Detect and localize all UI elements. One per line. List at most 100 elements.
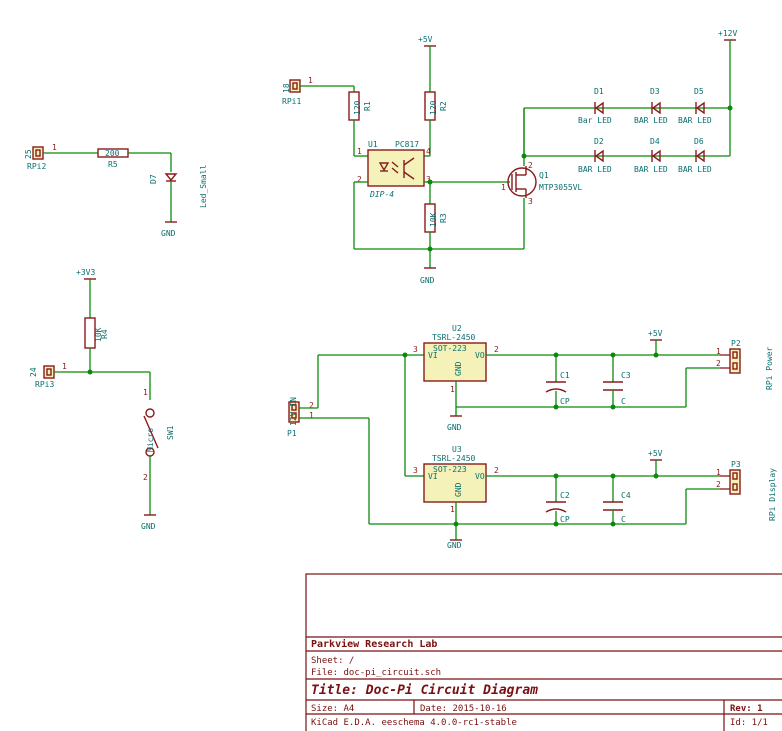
r1-ref: R1: [363, 101, 372, 111]
rpi3-ref: RPi3: [35, 380, 54, 389]
u2-regulator[interactable]: [423, 342, 487, 382]
rpi3-switch-circuit: +3V3 10K R4 24 RPi3 1 1 Micro SW1 2 GND: [29, 268, 175, 531]
r5-ref: R5: [108, 160, 118, 169]
u3-pin2: 2: [494, 466, 499, 475]
r2-value: 120: [429, 100, 438, 115]
rpi2-gnd-label: GND: [161, 229, 176, 238]
d7-led[interactable]: [164, 173, 178, 182]
u2-pin2: 2: [494, 345, 499, 354]
q1-gate-pin: 1: [501, 183, 506, 192]
rpi1-connector[interactable]: [289, 79, 301, 93]
p1-pin1: 1: [309, 411, 314, 420]
led-d5[interactable]: [695, 101, 705, 115]
r2-ref: R2: [439, 101, 448, 111]
q1-value: MTP3055VL: [539, 183, 583, 192]
p2-value: RPi Power: [765, 346, 774, 390]
led-d3[interactable]: [651, 101, 661, 115]
q1-mosfet[interactable]: [507, 166, 537, 198]
d7-value: Led_Small: [199, 164, 208, 208]
c3-ref: C3: [621, 371, 631, 380]
d5-ref: D5: [694, 87, 704, 96]
d5-value: BAR LED: [678, 116, 712, 125]
rpi1-ref: RPi1: [282, 97, 301, 106]
u1-pin4: 4: [426, 147, 431, 156]
led-bank: +12V D1 Bar LED D3 BAR LED D5 BAR LED D2…: [521, 29, 737, 174]
u2-vi: VI: [428, 351, 438, 360]
p2-pin1: 1: [716, 347, 721, 356]
r4-ref: R4: [100, 329, 109, 339]
c2-capacitor[interactable]: [545, 501, 567, 513]
u1-optocoupler[interactable]: [367, 149, 425, 187]
size-label: Size: A4: [311, 704, 354, 714]
d7-ref: D7: [149, 174, 158, 184]
u1-value: PC817: [395, 140, 419, 149]
c1-ref: C1: [560, 371, 570, 380]
rpi3-pwr-label: +3V3: [76, 268, 95, 277]
u2-vo: VO: [475, 351, 485, 360]
u3-gnd-label: GND: [447, 541, 462, 550]
c2-value: CP: [560, 515, 570, 524]
u1-pin1: 1: [357, 147, 362, 156]
date-label: Date: 2015-10-16: [420, 704, 507, 714]
c4-capacitor[interactable]: [603, 501, 623, 511]
rpi3-num: 24: [29, 367, 38, 377]
c4-value: C: [621, 515, 626, 524]
title-label: Title: Doc-Pi Circuit Diagram: [311, 683, 538, 698]
u1-ref: U1: [368, 140, 378, 149]
opto-mosfet-circuit: 18 RPi1 1 120 R1 +5V 120 R2 U1 PC817 DIP…: [282, 35, 583, 285]
d3-ref: D3: [650, 87, 660, 96]
p1-pin2: 2: [309, 401, 314, 410]
c1-value: CP: [560, 397, 570, 406]
u2-package: SOT-223: [433, 344, 467, 353]
p3-value: RPi Display: [768, 468, 777, 521]
c1-capacitor[interactable]: [545, 381, 567, 393]
r3-ref: R3: [439, 213, 448, 223]
d2-value: BAR LED: [578, 165, 612, 174]
u2-gnd-label: GND: [447, 423, 462, 432]
led-d2[interactable]: [594, 149, 604, 163]
led-d1[interactable]: [594, 101, 604, 115]
d1-ref: D1: [594, 87, 604, 96]
rpi1-pin: 1: [308, 76, 313, 85]
p3-ref: P3: [731, 460, 741, 469]
opto-gnd-label: GND: [420, 276, 435, 285]
rpi3-connector[interactable]: [43, 365, 55, 379]
d4-ref: D4: [650, 137, 660, 146]
d2-ref: D2: [594, 137, 604, 146]
u3-vo: VO: [475, 472, 485, 481]
sw1-value: Micro: [146, 428, 155, 452]
rpi2-num: 25: [24, 149, 33, 159]
led-d4[interactable]: [651, 149, 661, 163]
u3-gnd: GND: [454, 482, 463, 497]
d3-value: BAR LED: [634, 116, 668, 125]
rpi3-pin: 1: [62, 362, 67, 371]
rev-label: Rev: 1: [730, 704, 763, 714]
led-d6[interactable]: [695, 149, 705, 163]
u3-package: SOT-223: [433, 465, 467, 474]
r3-value: 10K: [429, 212, 438, 227]
p3-connector[interactable]: [729, 469, 741, 495]
sw1-pin2: 2: [143, 473, 148, 482]
u2-pwr-label: +5V: [648, 329, 663, 338]
p2-connector[interactable]: [729, 348, 741, 374]
u3-regulator[interactable]: [423, 463, 487, 503]
p3-pin1: 1: [716, 468, 721, 477]
p1-ref: P1: [287, 429, 297, 438]
p3-pin2: 2: [716, 480, 721, 489]
p1-connector[interactable]: [288, 401, 300, 423]
u1-package: DIP-4: [369, 190, 394, 199]
q1-source-pin: 3: [528, 197, 533, 206]
u2-pin1: 1: [450, 385, 455, 394]
r1-value: 120: [353, 100, 362, 115]
c4-ref: C4: [621, 491, 631, 500]
u1-pin2: 2: [357, 175, 362, 184]
u3-pin3: 3: [413, 466, 418, 475]
power-circuit: 12V IN P1 2 1 U2 TSRL-2450 SOT-223 VI VO…: [287, 324, 777, 550]
c3-capacitor[interactable]: [603, 381, 623, 391]
rpi2-connector[interactable]: [32, 146, 44, 160]
p2-ref: P2: [731, 339, 741, 348]
u1-pin3: 3: [426, 175, 431, 184]
r4-value: 10K: [94, 327, 103, 342]
tool-label: KiCad E.D.A. eeschema 4.0.0-rc1-stable: [311, 718, 517, 728]
p2-pin2: 2: [716, 359, 721, 368]
